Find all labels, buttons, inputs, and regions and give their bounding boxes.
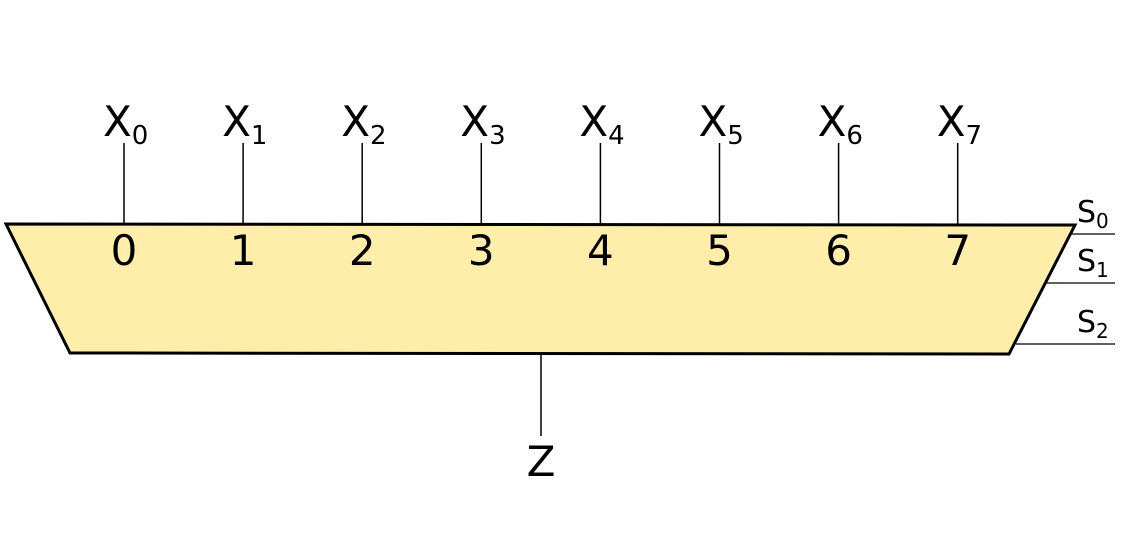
input-label-x7: X7 xyxy=(937,97,982,151)
port-label-5: 5 xyxy=(706,226,733,275)
port-label-4: 4 xyxy=(587,226,614,275)
input-wires xyxy=(123,143,959,225)
select-label-s1: S1 xyxy=(1077,244,1109,282)
port-label-6: 6 xyxy=(825,226,852,275)
port-label-0: 0 xyxy=(111,226,138,275)
input-label-x1: X1 xyxy=(222,97,267,151)
input-label-x6: X6 xyxy=(818,97,863,151)
port-label-3: 3 xyxy=(468,226,495,275)
select-label-s2: S2 xyxy=(1077,305,1109,343)
input-label-x0: X0 xyxy=(103,97,148,151)
input-label-x5: X5 xyxy=(699,97,744,151)
select-labels: S0 S1 S2 xyxy=(1077,195,1109,343)
input-labels: X0 X1 X2 X3 X4 X5 X6 X7 xyxy=(103,97,982,151)
select-label-s0: S0 xyxy=(1077,195,1109,233)
multiplexer-body xyxy=(3,222,1078,356)
output-label: Z xyxy=(527,437,556,486)
input-label-x4: X4 xyxy=(579,97,624,151)
input-label-x2: X2 xyxy=(341,97,386,151)
select-wires xyxy=(1016,233,1115,345)
input-label-x3: X3 xyxy=(460,97,505,151)
port-label-2: 2 xyxy=(349,226,376,275)
port-label-7: 7 xyxy=(944,226,971,275)
port-labels: 0 1 2 3 4 5 6 7 xyxy=(111,226,971,275)
port-label-1: 1 xyxy=(230,226,257,275)
